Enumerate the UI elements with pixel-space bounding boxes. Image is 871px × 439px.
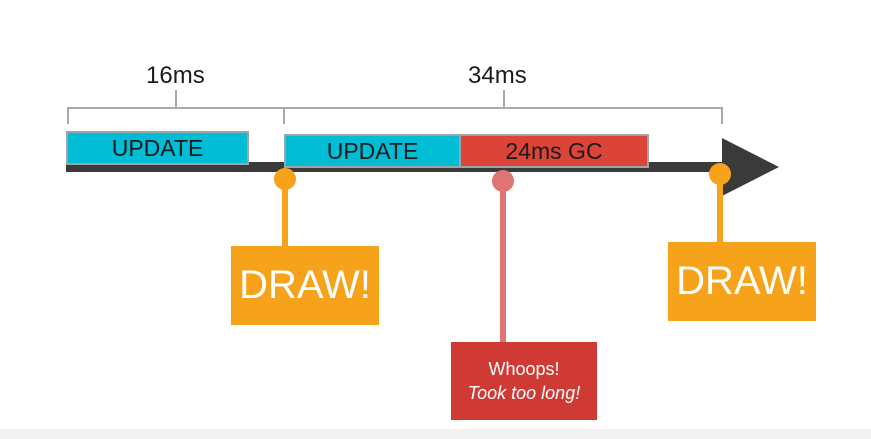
gc-block: 24ms GC bbox=[459, 134, 649, 168]
bracket-34ms bbox=[283, 90, 723, 124]
draw-2-marker bbox=[709, 163, 731, 185]
draw-callout-1-text: DRAW! bbox=[239, 263, 371, 307]
draw-callout-2: DRAW! bbox=[668, 242, 816, 321]
bottom-edge bbox=[0, 429, 871, 439]
whoops-callout: Whoops! Took too long! bbox=[451, 342, 597, 420]
draw-callout-2-text: DRAW! bbox=[676, 259, 808, 303]
whoops-callout-title: Whoops! bbox=[488, 359, 560, 379]
whoops-callout-subtitle: Took too long! bbox=[467, 383, 581, 403]
whoops-marker bbox=[492, 170, 514, 192]
draw-callout-1: DRAW! bbox=[231, 246, 379, 325]
bracket-16ms bbox=[67, 90, 285, 124]
update-block-1: UPDATE bbox=[66, 131, 249, 165]
span-label-34ms: 34ms bbox=[468, 62, 527, 89]
span-label-16ms: 16ms bbox=[146, 62, 205, 89]
draw-1-marker bbox=[274, 168, 296, 190]
timeline-arrow-head bbox=[722, 138, 779, 196]
update-block-2: UPDATE bbox=[284, 134, 461, 168]
